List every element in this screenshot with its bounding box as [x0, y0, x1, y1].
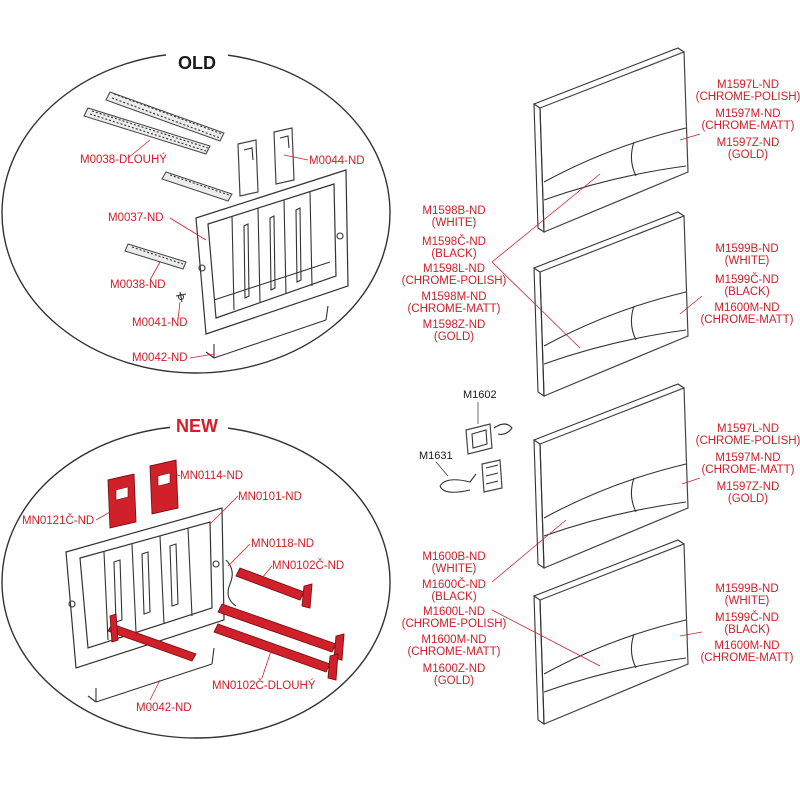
label-mn0118: MN0118-ND [251, 538, 314, 550]
clip-parts [237, 127, 295, 197]
new-heading: NEW [176, 416, 218, 436]
label-m0037: M0037-ND [108, 212, 164, 224]
p4l-9: (GOLD) [434, 675, 474, 687]
p2l-9: (GOLD) [434, 331, 474, 343]
long-rod-top [105, 91, 225, 142]
old-heading-backdrop [166, 48, 228, 74]
p2r-1: (WHITE) [725, 255, 770, 267]
small-part-m1602: M1602 [463, 389, 513, 455]
labels-plate2-left: M1598B-ND (WHITE) M1598Č-ND (BLACK) M159… [402, 205, 507, 343]
label-m0042-old: M0042-ND [132, 352, 188, 364]
p2l-2: M1598Č-ND [422, 235, 486, 248]
p2l-8: M1598Z-ND [423, 319, 486, 331]
wire-spring [205, 305, 329, 359]
long-rod-bottom [83, 107, 211, 155]
p2r-5: (CHROME-MATT) [700, 314, 793, 326]
short-rod [161, 171, 233, 202]
label-m1631: M1631 [419, 450, 453, 462]
label-m1602: M1602 [463, 389, 497, 401]
red-rod-inside [107, 613, 197, 662]
labels-plate2-right: M1599B-ND (WHITE) M1599Č-ND (BLACK) M160… [700, 243, 793, 326]
p4r-3: (BLACK) [724, 624, 770, 636]
label-m0038-dlouhy: M0038-DLOUHÝ [80, 153, 167, 166]
p1r-1: (CHROME-POLISH) [696, 91, 800, 103]
small-part-m1631: M1631 [419, 450, 503, 493]
red-rod-long-1 [217, 603, 345, 661]
flush-plate-3 [533, 383, 689, 570]
labels-plate1-right: M1597L-ND (CHROME-POLISH) M1597M-ND (CHR… [696, 79, 800, 161]
p2l-3: (BLACK) [431, 248, 477, 260]
label-mn0114: MN0114-ND [180, 470, 243, 482]
p2l-7: (CHROME-MATT) [407, 303, 500, 315]
p4l-7: (CHROME-MATT) [407, 646, 500, 658]
p4l-2: M1600Č-ND [422, 578, 486, 591]
short-rod-lower [124, 243, 187, 270]
p4r-5: (CHROME-MATT) [700, 652, 793, 664]
p2r-2: M1599Č-ND [715, 273, 779, 286]
new-wire-spring [87, 647, 215, 703]
p4l-5: (CHROME-POLISH) [402, 618, 507, 630]
flush-plate-2 [533, 211, 689, 398]
p2l-6: M1598M-ND [421, 291, 486, 303]
p3r-1: (CHROME-POLISH) [696, 435, 800, 447]
p1r-4: M1597Z-ND [717, 137, 780, 149]
p3r-2: M1597M-ND [715, 452, 780, 464]
old-section: OLD [1, 48, 391, 374]
red-rod-short [235, 567, 313, 609]
labels-plate4-right: M1599B-ND (WHITE) M1599Č-ND (BLACK) M160… [700, 583, 793, 664]
label-m0044: M0044-ND [309, 155, 365, 167]
flush-plate-4 [533, 539, 689, 726]
label-m0038: M0038-ND [110, 279, 166, 291]
p1r-5: (GOLD) [728, 149, 768, 161]
p4l-4: M1600L-ND [423, 606, 485, 618]
p4l-8: M1600Z-ND [423, 663, 486, 675]
flush-plate-1 [533, 47, 689, 234]
old-mounting-frame [195, 169, 349, 335]
p4l-3: (BLACK) [431, 591, 477, 603]
p2l-0: M1598B-ND [422, 205, 485, 217]
labels-plate4-left: M1600B-ND (WHITE) M1600Č-ND (BLACK) M160… [402, 551, 507, 687]
p3r-0: M1597L-ND [717, 423, 779, 435]
p1r-0: M1597L-ND [717, 79, 779, 91]
p3r-5: (GOLD) [728, 493, 768, 505]
p4l-6: M1600M-ND [421, 634, 486, 646]
p4l-1: (WHITE) [432, 563, 477, 575]
new-heading-backdrop [170, 412, 228, 438]
p2r-0: M1599B-ND [715, 243, 778, 255]
p4r-1: (WHITE) [725, 595, 770, 607]
label-mn0102c-dlouhy: MN0102Č-DLOUHÝ [212, 679, 316, 692]
label-mn0102c: MN0102Č-ND [272, 559, 344, 572]
old-heading: OLD [178, 53, 216, 73]
p1r-3: (CHROME-MATT) [701, 120, 794, 132]
p4r-0: M1599B-ND [715, 583, 778, 595]
label-m0042-new: M0042-ND [136, 702, 192, 714]
p3r-4: M1597Z-ND [717, 481, 780, 493]
p4r-4: M1600M-ND [714, 640, 779, 652]
p2r-3: (BLACK) [724, 286, 770, 298]
p4l-0: M1600B-ND [422, 551, 485, 563]
p3r-3: (CHROME-MATT) [701, 464, 794, 476]
screw-part [175, 291, 187, 303]
p1r-2: M1597M-ND [715, 108, 780, 120]
labels-plate3-right: M1597L-ND (CHROME-POLISH) M1597M-ND (CHR… [696, 423, 800, 505]
p2l-4: M1598L-ND [423, 263, 485, 275]
label-mn0121c: MN0121Č-ND [22, 514, 94, 527]
p2l-5: (CHROME-POLISH) [402, 275, 507, 287]
p2l-1: (WHITE) [432, 217, 477, 229]
p2r-4: M1600M-ND [714, 302, 779, 314]
label-mn0101: MN0101-ND [238, 491, 302, 503]
p4r-2: M1599Č-ND [715, 611, 779, 624]
new-section: NEW [1, 412, 391, 739]
label-m0041: M0041-ND [132, 317, 188, 329]
red-clips [107, 459, 179, 529]
